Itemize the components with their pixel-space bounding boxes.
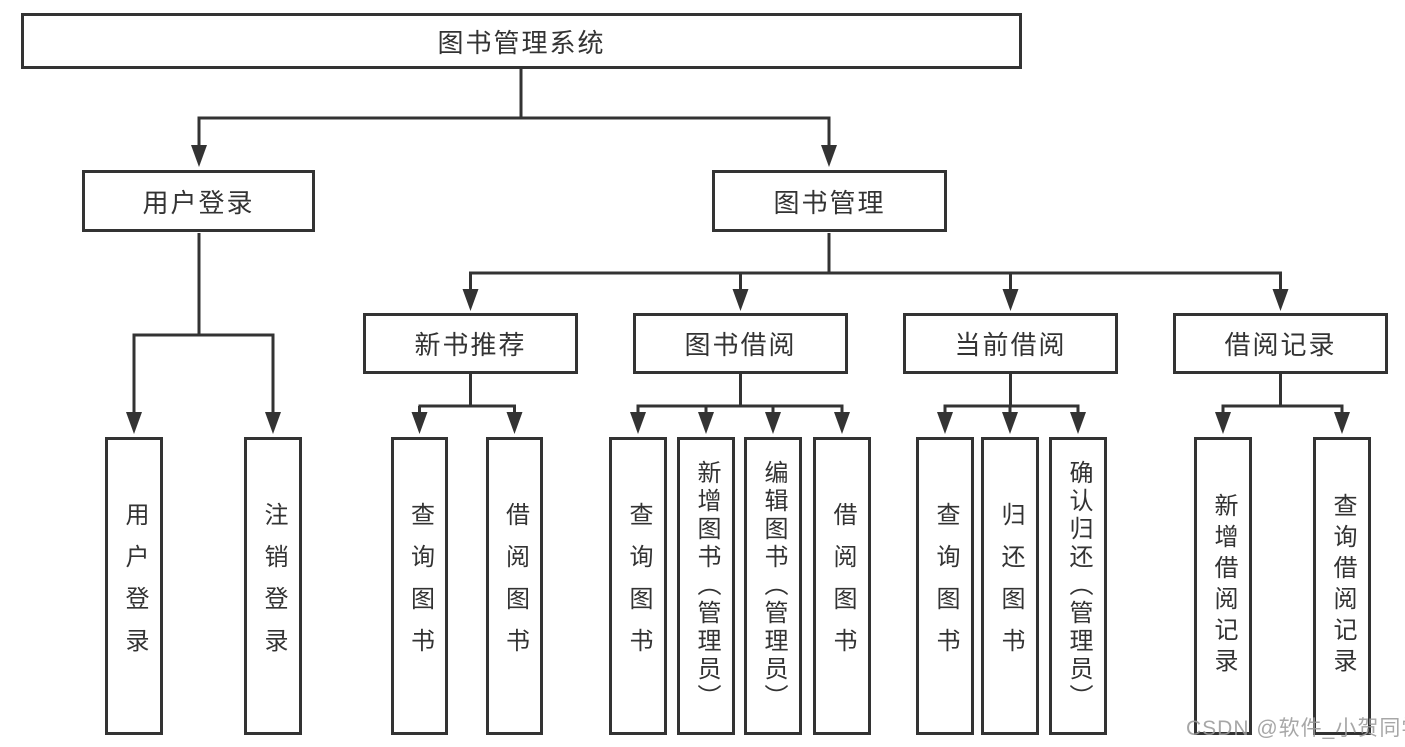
leaf-add-borrow-record: 新增借阅记录 bbox=[1194, 437, 1252, 735]
node-label: 图书管理 bbox=[773, 187, 886, 218]
leaf-query-books-current: 查询图书 bbox=[916, 437, 974, 735]
connector-records-to-leaves bbox=[1221, 374, 1344, 414]
node-label: 新书推荐 bbox=[414, 330, 527, 360]
leaf-logout: 注销登录 bbox=[244, 437, 302, 735]
connector-root-to-level2 bbox=[197, 69, 831, 150]
node-label: 确认归还（管理员） bbox=[1065, 460, 1092, 712]
connector-userlogin-to-leaves bbox=[132, 233, 275, 416]
csdn-watermark: CSDN @软件_小贺同学 bbox=[1186, 717, 1405, 740]
leaf-add-book-admin: 新增图书（管理员） bbox=[677, 437, 735, 735]
node-current-borrow: 当前借阅 bbox=[903, 313, 1118, 374]
node-user-login: 用户登录 bbox=[82, 170, 315, 232]
node-label: 查询图书 bbox=[625, 502, 652, 670]
node-label: 当前借阅 bbox=[954, 330, 1067, 360]
leaf-borrow-books: 借阅图书 bbox=[813, 437, 871, 735]
node-new-book-recommend: 新书推荐 bbox=[363, 313, 578, 374]
node-label: 借阅记录 bbox=[1224, 330, 1337, 360]
leaf-user-login: 用户登录 bbox=[105, 437, 163, 735]
node-label: 借阅图书 bbox=[829, 502, 856, 670]
connector-currentborrow-to-leaves bbox=[943, 374, 1080, 414]
node-label: 新增图书（管理员） bbox=[693, 460, 720, 712]
connector-bookborrow-to-leaves bbox=[636, 374, 844, 414]
node-label: 归还图书 bbox=[997, 502, 1024, 670]
leaf-query-books-borrow: 查询图书 bbox=[609, 437, 667, 735]
leaf-confirm-return-admin: 确认归还（管理员） bbox=[1049, 437, 1107, 735]
leaf-borrow-books-recommend: 借阅图书 bbox=[486, 437, 543, 735]
node-book-borrow: 图书借阅 bbox=[633, 313, 848, 374]
leaf-return-book: 归还图书 bbox=[981, 437, 1039, 735]
node-label: 图书管理系统 bbox=[437, 27, 606, 58]
node-label: 查询图书 bbox=[406, 502, 434, 670]
node-label: 借阅图书 bbox=[501, 502, 529, 670]
node-book-management: 图书管理 bbox=[712, 170, 947, 232]
connector-newbook-to-leaves bbox=[418, 374, 516, 414]
node-label: 用户登录 bbox=[142, 187, 255, 218]
node-library-management-system: 图书管理系统 bbox=[21, 13, 1022, 69]
node-label: 查询借阅记录 bbox=[1329, 493, 1356, 679]
node-label: 图书借阅 bbox=[684, 330, 797, 360]
node-label: 查询图书 bbox=[932, 502, 959, 670]
node-label: 用户登录 bbox=[121, 502, 148, 670]
arrowheads bbox=[126, 145, 1350, 434]
node-label: 新增借阅记录 bbox=[1210, 493, 1237, 679]
leaf-query-books-recommend: 查询图书 bbox=[391, 437, 448, 735]
node-borrow-records: 借阅记录 bbox=[1173, 313, 1388, 374]
node-label: 编辑图书（管理员） bbox=[760, 460, 787, 712]
connector-bookmgmt-to-level3 bbox=[469, 233, 1282, 294]
node-label: 注销登录 bbox=[260, 502, 287, 670]
leaf-query-borrow-record: 查询借阅记录 bbox=[1313, 437, 1371, 735]
leaf-edit-book-admin: 编辑图书（管理员） bbox=[744, 437, 802, 735]
